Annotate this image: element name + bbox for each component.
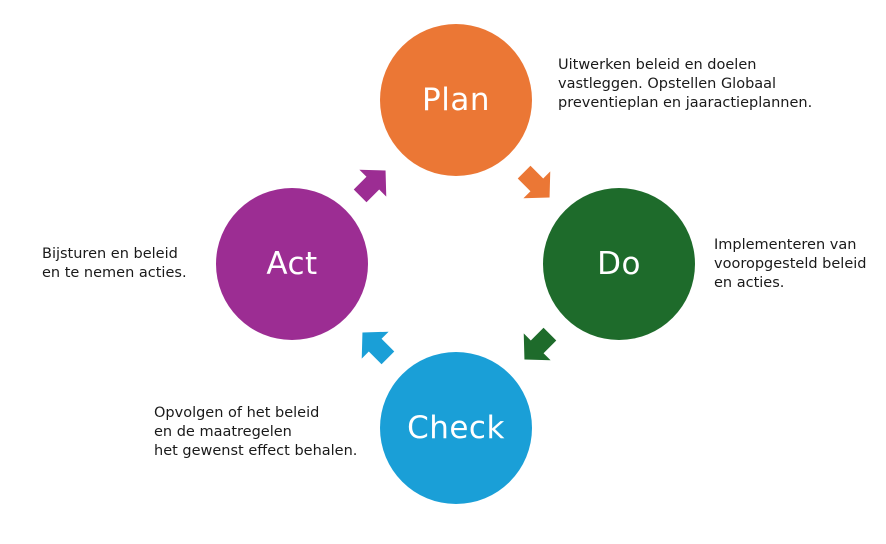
plan-description: Uitwerken beleid en doelen vastleggen. O…: [558, 56, 812, 113]
do-description-line: Implementeren van: [714, 237, 857, 253]
act-description: Bijsturen en beleid en te nemen acties.: [42, 245, 187, 283]
arrow-do-to-check-shape: [523, 327, 557, 361]
check-label: Check: [407, 410, 505, 446]
check-description: Opvolgen of het beleid en de maatregelen…: [154, 404, 357, 461]
act-label: Act: [266, 246, 318, 282]
act-circle: Act: [216, 188, 368, 340]
plan-description-line: preventieplan en jaaractieplannen.: [558, 95, 813, 111]
do-label: Do: [597, 246, 641, 282]
check-description-line: het gewenst effect behalen.: [154, 443, 358, 459]
do-description-line: en acties.: [714, 275, 785, 291]
check-description-line: Opvolgen of het beleid: [154, 405, 320, 421]
check-description-line: en de maatregelen: [154, 424, 292, 440]
plan-description-line: vastleggen. Opstellen Globaal: [558, 76, 777, 92]
arrow-act-to-plan-shape: [353, 169, 387, 203]
arrow-check-to-act: [361, 331, 395, 365]
do-description: Implementeren van vooropgesteld beleid e…: [714, 236, 866, 293]
arrow-act-to-plan: [353, 169, 387, 203]
act-description-line: en te nemen acties.: [42, 265, 187, 281]
arrow-plan-to-do: [517, 165, 551, 199]
plan-label: Plan: [422, 82, 490, 118]
do-circle: Do: [543, 188, 695, 340]
act-description-line: Bijsturen en beleid: [42, 246, 178, 262]
plan-circle: Plan: [380, 24, 532, 176]
arrow-plan-to-do-shape: [517, 165, 551, 199]
plan-description-line: Uitwerken beleid en doelen: [558, 57, 757, 73]
check-circle: Check: [380, 352, 532, 504]
arrow-do-to-check: [523, 327, 557, 361]
arrow-check-to-act-shape: [361, 331, 395, 365]
do-description-line: vooropgesteld beleid: [714, 256, 867, 272]
